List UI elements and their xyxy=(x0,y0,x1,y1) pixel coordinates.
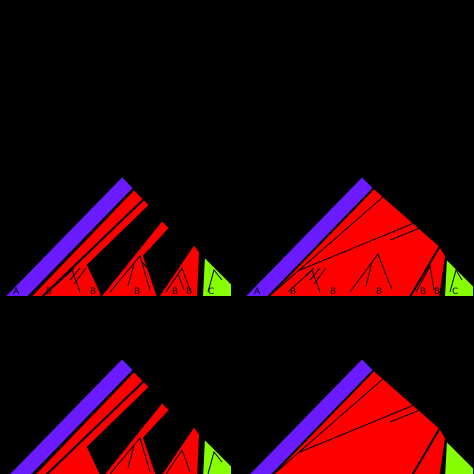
label-b: B xyxy=(420,287,426,297)
labels: A B B B B B C xyxy=(13,287,214,297)
label-b: B xyxy=(186,287,192,297)
red-side-region xyxy=(408,244,448,298)
green-region xyxy=(200,253,233,298)
panel-bottom-right xyxy=(247,356,474,474)
red-side-region xyxy=(411,426,448,474)
tree-lines xyxy=(273,377,441,474)
tree-lines xyxy=(47,254,223,293)
label-a: A xyxy=(254,287,261,297)
panel-top-left: A B B B B B C xyxy=(1,174,233,298)
labels: A B B B B B C xyxy=(254,287,458,297)
red-region-2 xyxy=(97,218,172,298)
label-c: C xyxy=(452,287,458,297)
label-b: B xyxy=(290,287,296,297)
label-b: B xyxy=(46,287,52,297)
red-region-3 xyxy=(160,424,202,474)
green-region xyxy=(442,255,474,298)
label-b: B xyxy=(172,287,178,297)
label-a: A xyxy=(13,287,20,297)
label-b: B xyxy=(434,287,440,297)
red-region-1 xyxy=(45,379,152,474)
panel-top-right: A B B B B B C xyxy=(241,174,474,298)
label-b: B xyxy=(330,287,336,297)
panel-bottom-left xyxy=(7,356,233,474)
tree-lines xyxy=(273,195,463,293)
label-b: B xyxy=(90,287,96,297)
red-region-2 xyxy=(102,400,172,474)
red-region-3 xyxy=(156,242,202,298)
label-b: B xyxy=(134,287,140,297)
tree-lines xyxy=(109,436,223,474)
label-c: C xyxy=(208,287,214,297)
label-b: B xyxy=(376,287,382,297)
green-region xyxy=(443,437,474,474)
